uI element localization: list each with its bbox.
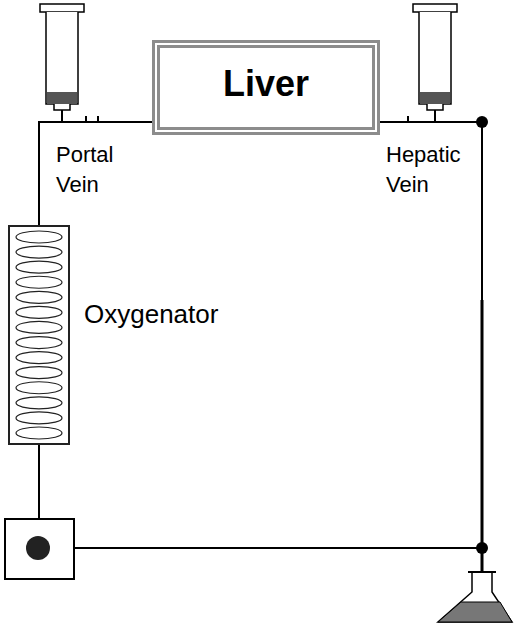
port-tick: [407, 116, 409, 122]
pump-housing: [5, 519, 74, 579]
coil-loop: [16, 367, 62, 379]
coil-loop: [16, 352, 62, 364]
syringe-tip: [54, 104, 70, 110]
vessel-label: Hepatic Vein: [386, 140, 476, 200]
tube: [38, 445, 40, 519]
collection-flask: [438, 572, 512, 622]
syringe-barrel: [419, 12, 451, 104]
coil-loop: [16, 337, 62, 349]
organ-name: Liver: [223, 64, 309, 104]
syringe-barrel: [46, 12, 78, 104]
oxygenator-coil: Oxygenator: [8, 225, 70, 445]
tube: [74, 547, 482, 549]
coil-loop: [16, 397, 62, 409]
syringe-needle: [61, 110, 63, 122]
syringe-flange: [413, 4, 457, 12]
coil-loop: [16, 306, 62, 318]
component-label: Oxygenator: [84, 299, 218, 329]
tube: [39, 122, 152, 225]
syringe-tip: [427, 104, 443, 110]
coil-loop: [16, 231, 62, 243]
coil-loop: [16, 321, 62, 333]
vessel-label: Portal Vein: [56, 140, 136, 200]
coil-windings: [10, 227, 68, 443]
coil-loop: [16, 382, 62, 394]
syringe-flange: [40, 4, 84, 12]
syringe: [413, 4, 457, 122]
coil-loop: [16, 291, 62, 303]
flask-rim: [468, 571, 496, 573]
coil-loop: [16, 276, 62, 288]
flask-liquid: [438, 602, 512, 622]
organ-box: Liver: [152, 40, 380, 135]
tube: [481, 122, 483, 300]
coil-loop: [16, 427, 62, 439]
junction-dot: [476, 542, 488, 554]
pump-rotor: [26, 536, 50, 560]
coil-loop: [16, 261, 62, 273]
syringe-plunger: [420, 92, 450, 104]
syringe-plunger: [47, 92, 77, 104]
syringe: [40, 4, 84, 122]
flask-outline: [438, 572, 512, 622]
junction-dot: [476, 116, 488, 128]
tube: [380, 121, 482, 123]
syringe-needle: [434, 110, 436, 122]
coil-loop: [16, 246, 62, 258]
coil-loop: [16, 412, 62, 424]
